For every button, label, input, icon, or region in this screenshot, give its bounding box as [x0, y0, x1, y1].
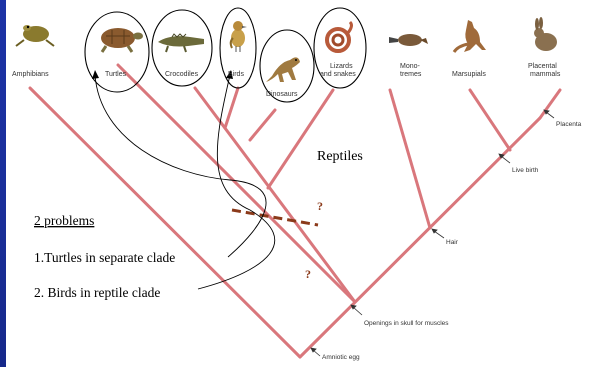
snake-icon: [327, 22, 351, 51]
problem-item-1: 1.Turtles in separate clade: [34, 250, 175, 265]
taxon-label-turtles: Turtles: [105, 71, 127, 78]
question-mark-upper: ?: [317, 199, 323, 213]
trait-label-hair: Hair: [446, 239, 459, 246]
taxon-label-dinosaurs: Dinosaurs: [266, 91, 298, 98]
highlight-circles: [85, 8, 366, 102]
branch-placental: [540, 90, 560, 118]
trait-label-live-birth: Live birth: [512, 167, 539, 174]
trait-label-skull-openings: Openings in skull for muscles: [364, 320, 449, 327]
curve-arrow-turtles: [95, 75, 266, 257]
turtle-icon: [101, 28, 143, 52]
kangaroo-icon: [454, 20, 486, 52]
dashed-line-white: [236, 214, 330, 306]
taxon-label-lizards-line2: and snakes: [320, 71, 356, 78]
taxon-label-lizards-line1: Lizards: [330, 63, 353, 70]
branch-dinosaurs: [250, 110, 275, 140]
tree-branches: [30, 65, 560, 357]
reptiles-label: Reptiles: [317, 149, 363, 164]
branch-monotremes: [390, 90, 430, 228]
taxon-label-birds: Birds: [228, 71, 244, 78]
taxon-label-crocodiles: Crocodiles: [165, 71, 199, 78]
question-mark-lower: ?: [305, 267, 311, 281]
branch-crocodiles: [195, 88, 355, 302]
circle-turtles: [85, 12, 149, 92]
taxon-label-monotremes-line2: tremes: [400, 71, 422, 78]
taxon-label-placental-line2: mammals: [530, 71, 561, 78]
bird-icon: [231, 21, 247, 52]
frog-icon: [16, 25, 54, 46]
platypus-icon: [389, 34, 428, 46]
taxon-label-placental-line1: Placental: [528, 63, 557, 70]
dinosaur-icon: [266, 57, 300, 82]
taxon-label-monotremes-line1: Mono-: [400, 63, 421, 70]
taxon-label-marsupials: Marsupials: [452, 71, 486, 78]
trait-label-placenta: Placenta: [556, 121, 582, 128]
problems-heading: 2 problems: [34, 213, 94, 228]
trait-label-amniotic-egg: Amniotic egg: [322, 354, 360, 361]
taxon-label-amphibians: Amphibians: [12, 71, 49, 78]
problem-item-2: 2. Birds in reptile clade: [34, 285, 160, 300]
rabbit-icon: [534, 17, 557, 51]
branch-marsupials-stem: [470, 90, 510, 150]
branch-birds: [225, 88, 238, 128]
crocodile-icon: [158, 34, 204, 52]
branch-turtles: [118, 65, 355, 302]
branch-lizards-stem: [268, 90, 333, 188]
